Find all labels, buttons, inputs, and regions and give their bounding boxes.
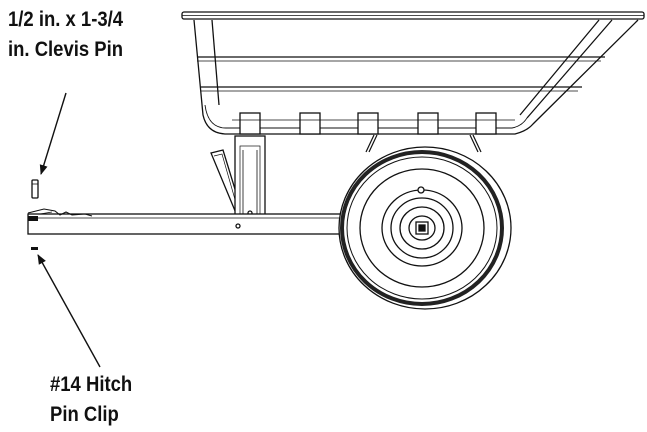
hitch-pin-clip-label: #14 Hitch Pin Clip (50, 370, 132, 430)
clevis-pin-label-line2: in. Clevis Pin (8, 38, 124, 61)
clevis-pin-leader-arrow (39, 92, 67, 175)
clevis-pin (31, 179, 39, 199)
hitch-pin-clip-label-line1: #14 Hitch (50, 373, 133, 396)
dump-bed (181, 11, 645, 135)
wheel (338, 146, 512, 310)
clevis-pin-label: 1/2 in. x 1-3/4 in. Clevis Pin (8, 5, 123, 65)
dump-latch-bracket (210, 135, 266, 223)
tongue-bar (27, 208, 351, 235)
hitch-pin-clip-leader-arrow (37, 254, 101, 368)
hitch-pin-clip (31, 247, 38, 250)
axle-hangers (365, 134, 482, 153)
clevis-pin-label-line1: 1/2 in. x 1-3/4 (8, 8, 124, 31)
hitch-pin-clip-label-line2: Pin Clip (50, 403, 119, 426)
